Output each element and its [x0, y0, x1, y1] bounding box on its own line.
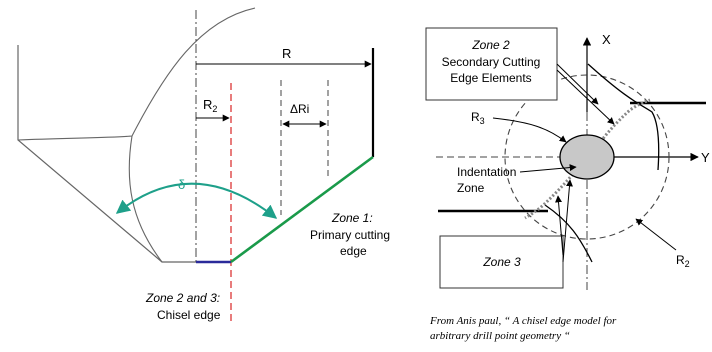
r2-pointer [635, 218, 677, 251]
point-angle-label: δ [178, 177, 185, 192]
indentation-line2: Zone [457, 181, 485, 195]
zone3-pointer-a [555, 195, 564, 256]
r-label: R [282, 46, 291, 61]
cutting-zones-diagram: X Y Zone 2 Secondary Cutting Edge Elemen… [425, 27, 710, 290]
drill-body-outline [17, 45, 196, 263]
point-angle-arc [115, 182, 278, 219]
r2-circle [504, 74, 670, 240]
r2-right-label: R2 [676, 253, 690, 269]
caption-line1: From Anis paul, “ A chisel edge model fo… [430, 315, 617, 327]
caption-line2: arbitrary drill point geometry “ [430, 330, 570, 342]
indentation-zone-ellipse [559, 134, 615, 180]
r3-label: R3 [471, 110, 485, 126]
indentation-pointer [519, 164, 577, 173]
zone3-box-title: Zone 3 [482, 255, 521, 269]
zone1-title: Zone 1: [331, 211, 373, 225]
upper-flank-curve [587, 63, 660, 171]
zone3-pointer-b [562, 179, 573, 263]
r3-pointer [492, 117, 567, 143]
zone2-box-line2: Secondary Cutting [442, 55, 541, 69]
zone1-line2: Primary cutting [310, 228, 390, 242]
indentation-line1: Indentation [457, 165, 516, 179]
zone3-box [439, 235, 564, 289]
zone2-box-line3: Edge Elements [450, 71, 531, 85]
zone23-title: Zone 2 and 3: [145, 291, 220, 305]
figure-caption: From Anis paul, “ A chisel edge model fo… [430, 314, 705, 344]
drill-flute-profile [17, 7, 256, 141]
r2-label: R2 [203, 97, 217, 114]
chisel-edge-model-diagram: R R2 ΔRi δ Zone 1: Primary cutting edge … [17, 7, 390, 322]
drill-flute-profile-lower [128, 135, 163, 263]
delta-ri-label: ΔRi [290, 102, 309, 116]
x-axis-label: X [602, 32, 611, 47]
zone2-pointer-b [556, 69, 615, 125]
zone2-box [425, 27, 558, 101]
zone2-box-title: Zone 2 [471, 38, 510, 52]
primary-cutting-edge [230, 155, 374, 264]
zone23-line2: Chisel edge [157, 308, 221, 322]
zone1-line3: edge [340, 244, 367, 258]
y-axis-label: Y [701, 150, 710, 165]
lower-flank-curve [544, 204, 593, 263]
zone2-pointer-a [556, 63, 599, 105]
